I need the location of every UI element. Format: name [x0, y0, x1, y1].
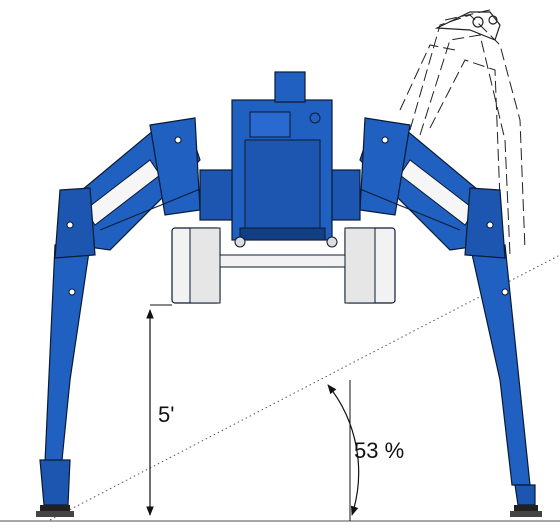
slope-angle-arc [327, 384, 360, 516]
slope-label: 53 % [354, 438, 405, 463]
track-right [344, 227, 396, 304]
track-left [171, 227, 221, 304]
axle [219, 236, 346, 268]
raised-outrigger-ghost [399, 9, 526, 256]
height-label: 5' [158, 402, 175, 427]
right-boom [349, 117, 542, 517]
left-boom [36, 117, 211, 517]
slope-line [49, 254, 560, 521]
raised-outrigger-top [434, 11, 501, 41]
chassis [199, 71, 361, 241]
